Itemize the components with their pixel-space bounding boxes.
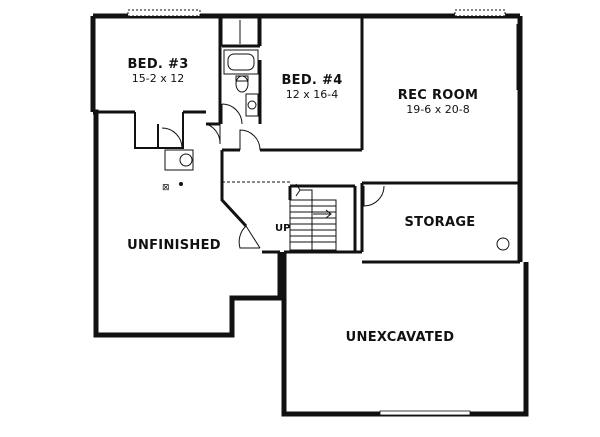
storage-door bbox=[363, 185, 385, 207]
rec-room-label: REC ROOM bbox=[398, 88, 478, 103]
stair-up-label: UP bbox=[275, 223, 290, 234]
bath-door bbox=[221, 103, 243, 125]
unexcavated-label: UNEXCAVATED bbox=[346, 330, 455, 345]
svg-text:⊠: ⊠ bbox=[162, 183, 170, 193]
rec-room-dims: 19-6 x 20-8 bbox=[406, 103, 469, 116]
stairs bbox=[289, 183, 337, 251]
bed3-label: BED. #3 bbox=[127, 57, 188, 72]
bed4-door bbox=[239, 129, 261, 151]
storage-label: STORAGE bbox=[404, 215, 475, 230]
top-windows bbox=[127, 9, 506, 17]
closet-door bbox=[161, 127, 183, 149]
bathtub bbox=[223, 49, 259, 75]
unexcavated-opening bbox=[379, 410, 471, 416]
interior-walls bbox=[96, 16, 520, 264]
toilet bbox=[235, 75, 249, 93]
bed3-dims: 15-2 x 12 bbox=[132, 72, 184, 85]
stair-door bbox=[238, 225, 261, 249]
water-heater bbox=[179, 153, 193, 167]
bed3-door bbox=[205, 123, 221, 145]
storage-tank bbox=[496, 237, 510, 251]
bathroom bbox=[221, 17, 259, 125]
vanity bbox=[245, 93, 259, 117]
unfinished-label: UNFINISHED bbox=[127, 238, 221, 253]
bed4-dims: 12 x 16-4 bbox=[286, 88, 338, 101]
mechanical: ⊠ bbox=[162, 149, 194, 193]
bed4-label: BED. #4 bbox=[281, 73, 342, 88]
furnace bbox=[164, 149, 194, 171]
bed3-closet bbox=[134, 112, 184, 149]
